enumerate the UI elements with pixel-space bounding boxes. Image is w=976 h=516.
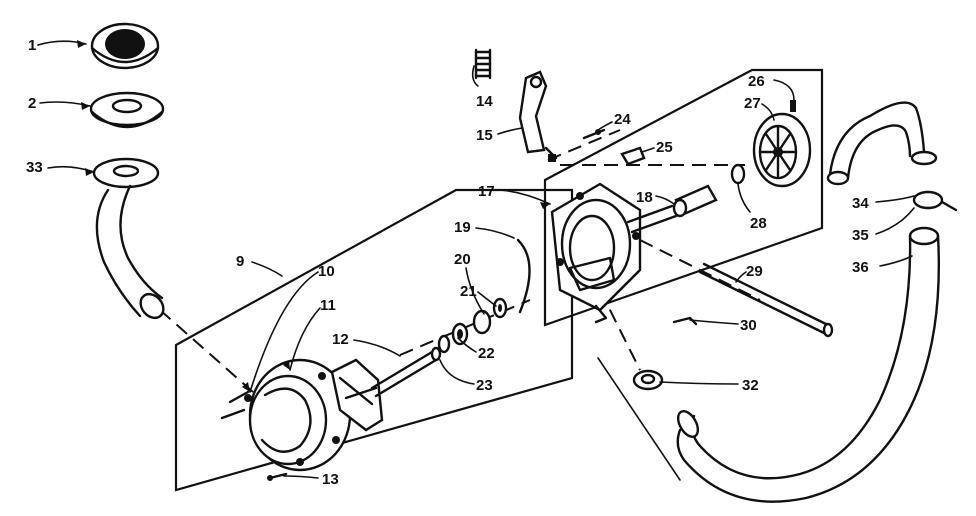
callout-20: 20 — [454, 251, 471, 268]
motor-assembly-box — [543, 68, 824, 327]
part-key — [672, 316, 698, 326]
leader-lines — [37, 40, 915, 479]
part-strainer-cap — [90, 22, 160, 70]
part-coupling — [626, 184, 718, 234]
axis-line-lever — [547, 129, 621, 161]
callout-25: 25 — [656, 139, 673, 156]
callout-10: 10 — [318, 263, 335, 280]
part-washers — [437, 322, 469, 354]
axis-line-rod — [639, 239, 761, 301]
part-seal-ring — [89, 91, 165, 129]
part-clip — [516, 238, 531, 314]
callout-21: 21 — [460, 283, 477, 300]
part-pulley — [752, 100, 812, 188]
part-grommet — [632, 369, 664, 391]
callout-34: 34 — [852, 195, 869, 212]
part-inlet-hose — [95, 184, 165, 320]
part-pump-housing — [220, 358, 352, 472]
callout-17: 17 — [478, 183, 495, 200]
callout-32: 32 — [742, 377, 759, 394]
callout-36: 36 — [852, 259, 869, 276]
callout-labels: 1 2 33 9 10 11 12 13 14 15 17 18 19 20 2… — [26, 37, 869, 488]
part-motor-bracket — [550, 182, 642, 324]
part-spring — [474, 48, 492, 80]
part-impeller — [330, 358, 384, 432]
callout-9: 9 — [236, 253, 244, 270]
axis-line-diagonal — [597, 357, 681, 481]
callout-18: 18 — [636, 189, 653, 206]
callout-35: 35 — [852, 227, 869, 244]
part-gasket — [92, 157, 160, 189]
part-retainer-clip — [620, 146, 646, 166]
callout-28: 28 — [750, 215, 767, 232]
part-shaft-seal — [472, 297, 508, 335]
callout-22: 22 — [478, 345, 495, 362]
callout-2: 2 — [28, 95, 36, 112]
callout-30: 30 — [740, 317, 757, 334]
callout-23: 23 — [476, 377, 493, 394]
part-hose-clamp — [912, 190, 958, 212]
callout-27: 27 — [744, 95, 761, 112]
part-shaft — [370, 346, 442, 398]
part-lever — [518, 70, 558, 162]
part-drive-rod — [698, 262, 834, 338]
part-pulley-washer — [730, 163, 746, 185]
axis-line-lower — [599, 289, 641, 371]
part-outlet-elbow — [826, 101, 938, 186]
callout-12: 12 — [332, 331, 349, 348]
part-pin — [582, 128, 606, 140]
part-drain-hose — [676, 226, 941, 503]
callout-33: 33 — [26, 159, 43, 176]
callout-15: 15 — [476, 127, 493, 144]
callout-29: 29 — [746, 263, 763, 280]
part-screw — [267, 472, 288, 481]
callout-1: 1 — [28, 37, 36, 54]
callout-13: 13 — [322, 471, 339, 488]
pump-assembly-box — [174, 188, 574, 492]
callout-14: 14 — [476, 93, 493, 110]
callout-24: 24 — [614, 111, 631, 128]
callout-19: 19 — [454, 219, 471, 236]
callout-11: 11 — [320, 297, 336, 314]
callout-26: 26 — [748, 73, 765, 90]
